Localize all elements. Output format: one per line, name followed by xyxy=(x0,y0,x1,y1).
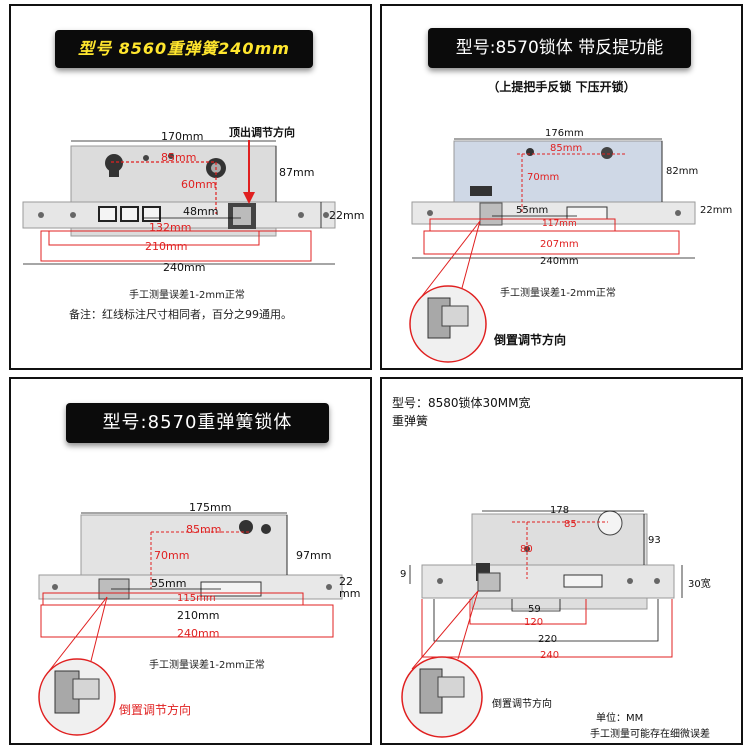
dim-85: 85mm xyxy=(550,143,583,154)
panel-8560: 型号 8560重弹簧240mm 170mm 85mm 60mm 87mm 48m… xyxy=(9,4,372,370)
dim-48: 48mm xyxy=(183,205,219,218)
dim-87: 87mm xyxy=(279,166,315,179)
dim-240: 240 xyxy=(540,650,560,661)
dim-132: 132mm xyxy=(149,221,192,234)
dim-70: 70mm xyxy=(154,549,190,562)
panel2-subtitle: （上提把手反锁 下压开锁） xyxy=(487,80,636,94)
dim-55: 55mm xyxy=(516,205,549,216)
dim-207: 207mm xyxy=(540,239,579,250)
dim-22-unit: mm xyxy=(339,587,361,600)
dim-117: 117mm xyxy=(542,219,577,229)
dim-22: 22mm xyxy=(700,205,733,216)
dim-80: 80 xyxy=(520,544,533,555)
latch-slot xyxy=(98,206,117,222)
panel-8580: 型号：8580锁体30MM宽 重弹簧 178 85 80 93 9 30宽 59… xyxy=(380,377,743,745)
dim-85: 85mm xyxy=(186,523,222,536)
panel4-title-line2: 重弹簧 xyxy=(392,414,429,428)
dim-55: 55mm xyxy=(151,577,187,590)
face-plate xyxy=(38,574,343,600)
panel4-unit: 单位：MM xyxy=(596,713,644,724)
panel4-title: 型号：8580锁体30MM宽 重弹簧 xyxy=(392,394,531,430)
dim-175: 175mm xyxy=(189,501,232,514)
dim-9: 9 xyxy=(400,569,407,580)
panel2-note-error: 手工测量误差1-2mm正常 xyxy=(500,288,616,299)
dim-59: 59 xyxy=(528,604,541,615)
dim-30-wide: 30宽 xyxy=(688,579,711,590)
dim-220: 220 xyxy=(538,634,558,645)
adjust-direction-label: 顶出调节方向 xyxy=(227,124,297,140)
dim-93: 93 xyxy=(648,535,661,546)
panel2-inset-label: 倒置调节方向 xyxy=(494,333,567,347)
dim-240: 240mm xyxy=(177,627,220,640)
lock-diagram-8570-heavy xyxy=(38,512,343,736)
dim-176: 176mm xyxy=(545,128,584,139)
panel4-note-error: 手工测量可能存在细微误差 xyxy=(590,729,710,740)
lock-body xyxy=(80,514,288,578)
dim-170: 170mm xyxy=(161,130,204,143)
lock-diagram-8580 xyxy=(401,510,683,738)
dim-120: 120 xyxy=(524,617,544,628)
panel3-title: 型号:8570重弹簧锁体 xyxy=(66,403,329,443)
panel1-note-remark: 备注：红线标注尺寸相同者，百分之99通用。 xyxy=(69,308,292,321)
dim-82: 82mm xyxy=(666,166,699,177)
dim-60: 60mm xyxy=(181,178,217,191)
dim-85: 85 xyxy=(564,519,577,530)
dim-97: 97mm xyxy=(296,549,332,562)
panel3-note-error: 手工测量误差1-2mm正常 xyxy=(149,660,265,671)
dim-210: 210mm xyxy=(177,609,220,622)
dim-240: 240mm xyxy=(540,256,579,267)
panel1-note-error: 手工测量误差1-2mm正常 xyxy=(129,290,245,301)
panel-8570-heavy: 型号:8570重弹簧锁体 175mm 85mm 70mm 97mm 55mm 2… xyxy=(9,377,372,745)
face-plate xyxy=(421,564,675,599)
panel4-inset-label: 倒置调节方向 xyxy=(492,699,552,710)
dim-115: 115mm xyxy=(177,593,216,604)
dim-85: 85mm xyxy=(161,151,197,164)
panel1-title: 型号 8560重弹簧240mm xyxy=(55,30,313,68)
dim-240: 240mm xyxy=(163,261,206,274)
panel2-title: 型号:8570锁体 带反提功能 xyxy=(428,28,691,68)
dim-178: 178 xyxy=(550,505,570,516)
dim-22: 22 xyxy=(339,575,353,588)
dim-22: 22mm xyxy=(329,209,365,222)
dim-70: 70mm xyxy=(527,172,560,183)
lock-diagram-8560 xyxy=(22,140,336,265)
panel4-title-line1: 型号：8580锁体30MM宽 xyxy=(392,396,531,410)
panel-8570-reverse: 型号:8570锁体 带反提功能 （上提把手反锁 下压开锁） 176mm 85mm… xyxy=(380,4,743,370)
dim-210: 210mm xyxy=(145,240,188,253)
panel3-inset-label: 倒置调节方向 xyxy=(119,703,192,717)
lock-diagram-8570-reverse xyxy=(409,138,696,363)
